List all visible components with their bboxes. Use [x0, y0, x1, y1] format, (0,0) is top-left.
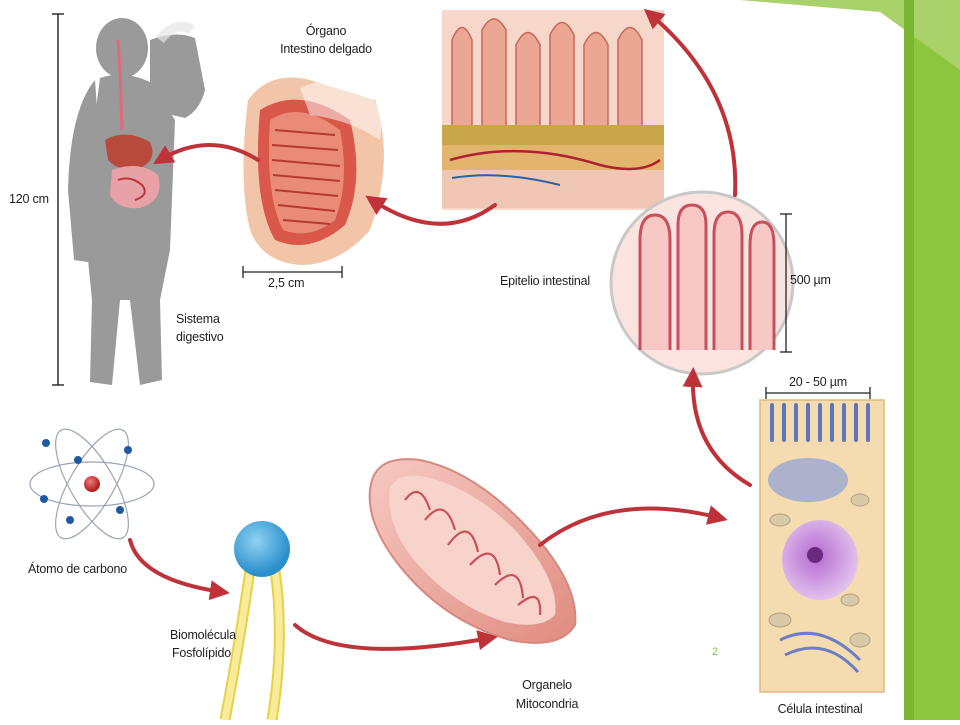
- biomolecule-label-line2: Fosfolípido: [172, 646, 231, 660]
- mitochondrion-illustration: [368, 458, 577, 644]
- page-number: 2: [712, 646, 719, 658]
- cell-width-scale: [765, 387, 871, 399]
- arrow-biomolecule-to-organelle: [293, 623, 498, 651]
- arrow-organ-to-system: [153, 143, 260, 165]
- organelle-label-line2: Mitocondria: [515, 697, 579, 711]
- epithelium-measure-label: 500 µm: [790, 273, 831, 287]
- arrow-tissue-to-organ: [365, 195, 497, 226]
- arrow-epithelium-to-tissue: [643, 8, 738, 197]
- atom-label: Átomo de carbono: [28, 562, 127, 576]
- intestinal-tissue-illustration: [442, 10, 664, 210]
- organ-width-scale: [242, 266, 343, 278]
- system-label-line2: digestivo: [176, 330, 224, 344]
- epithelium-label: Epitelio intestinal: [500, 274, 591, 288]
- organ-title-label: Órgano: [305, 24, 347, 38]
- height-scale-bar: [52, 13, 64, 386]
- biomolecule-label-line1: Biomolécula: [170, 628, 236, 642]
- arrow-cell-to-epithelium: [682, 367, 752, 487]
- height-measure-label: 120 cm: [9, 192, 49, 206]
- small-intestine-illustration: [243, 77, 384, 265]
- arrow-organelle-to-cell: [538, 505, 728, 547]
- child-body-illustration: [68, 18, 205, 386]
- slide-green-border: [740, 0, 960, 720]
- cell-measure-label: 20 - 50 µm: [788, 375, 847, 389]
- organelle-label-line1: Organelo: [522, 678, 572, 692]
- arrow-atom-to-biomolecule: [128, 538, 230, 601]
- intestinal-epithelium-illustration: [609, 190, 795, 376]
- system-label-line1: Sistema: [176, 312, 220, 326]
- organ-width-label: 2,5 cm: [268, 276, 305, 290]
- epithelium-scale-bar: [780, 213, 792, 353]
- cell-label: Célula intestinal: [777, 702, 863, 716]
- carbon-atom-illustration: [29, 428, 155, 540]
- organ-name-label: Intestino delgado: [280, 42, 372, 56]
- phospholipid-illustration: [219, 521, 290, 722]
- intestinal-cell-illustration: [759, 399, 885, 693]
- flow-arrows: [128, 8, 752, 651]
